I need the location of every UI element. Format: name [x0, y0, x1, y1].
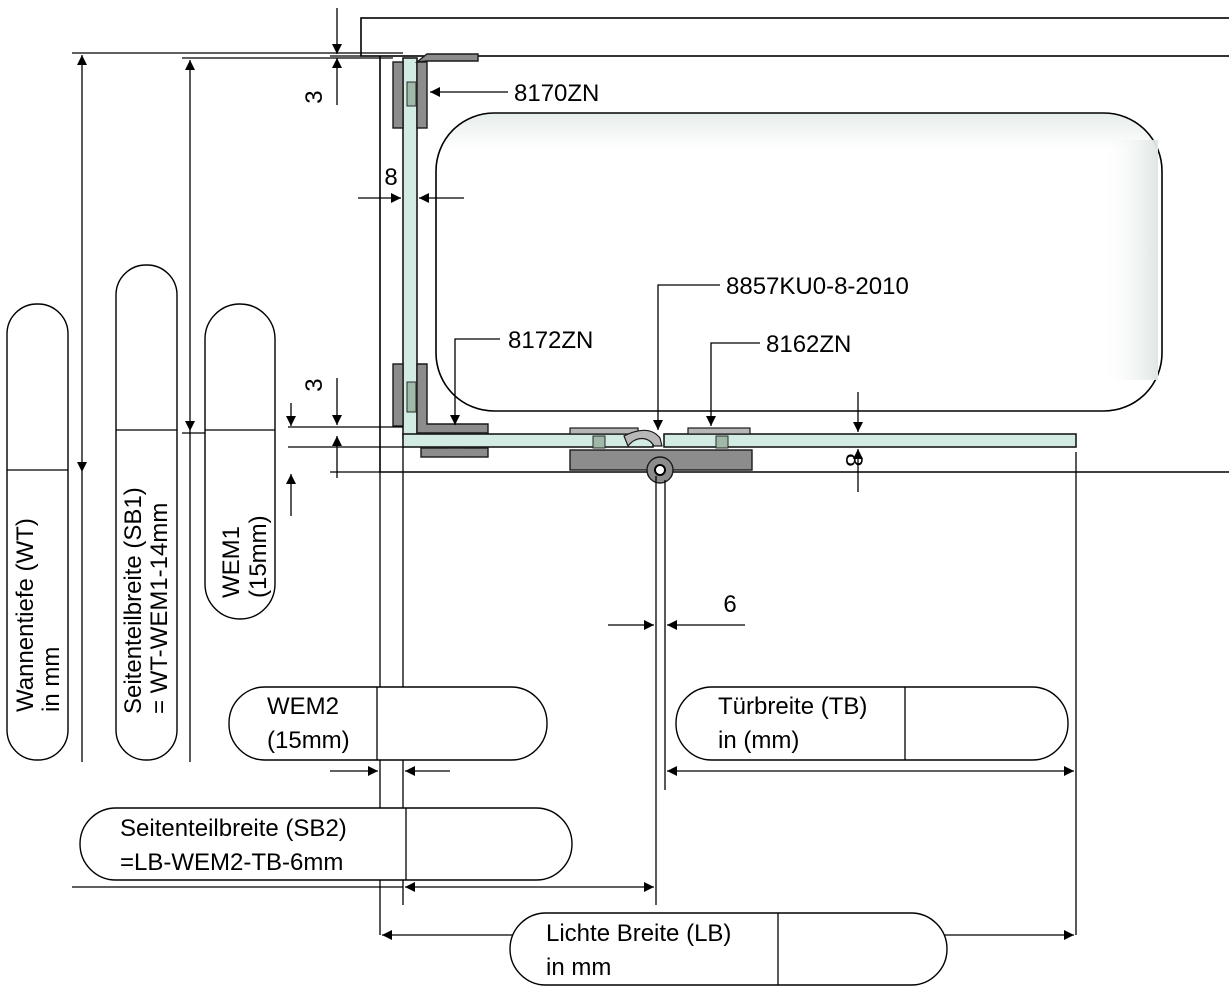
hinge-screw-right	[715, 435, 729, 449]
pill-lb	[509, 912, 948, 986]
dim-label-hinge-offset: 6	[723, 591, 736, 618]
part-label-8172zn: 8172ZN	[508, 327, 593, 354]
dimension-lines	[77, 8, 1074, 940]
hinge-clamp-right	[687, 427, 751, 435]
label-sb2-line1: Seitenteilbreite (SB2)	[120, 815, 347, 842]
label-sb1-line2: = WT-WEM1-14mm	[146, 503, 173, 714]
pill-tb	[675, 686, 1069, 761]
label-wem2-line1: WEM2	[267, 693, 339, 720]
bracket-plate-outer	[392, 61, 404, 129]
pill-wt	[6, 303, 69, 761]
leader-8162zn	[706, 342, 760, 426]
part-label-8162zn: 8162ZN	[766, 331, 851, 358]
hinge-assembly	[569, 427, 753, 484]
label-wem1-line1: WEM1	[218, 526, 245, 598]
corner-bracket-top	[392, 53, 479, 129]
hinge-screw-left	[592, 435, 606, 449]
pill-wem1	[204, 303, 276, 620]
hinge-clamp-left	[569, 427, 639, 435]
part-label-8170zn: 8170ZN	[514, 80, 599, 107]
bracket-screw	[406, 81, 417, 107]
dim-label-bottom-gap: 3	[301, 378, 328, 391]
door-glass	[663, 433, 1077, 448]
tub-shading	[1100, 140, 1158, 380]
label-wt-line1: Wannentiefe (WT)	[12, 518, 39, 712]
dim-label-top-gap: 3	[301, 90, 328, 103]
label-wt-line2: in mm	[38, 647, 65, 712]
bathtub-outline	[360, 17, 1229, 473]
wall-top-slab	[360, 17, 1229, 57]
label-sb2-line2: =LB-WEM2-TB-6mm	[120, 849, 343, 876]
label-tb-line1: Türbreite (TB)	[718, 693, 867, 720]
bracket-arm	[414, 53, 479, 63]
bracket-screw-2	[406, 381, 417, 413]
label-tb-line2: in (mm)	[718, 727, 799, 754]
label-lb-line2: in mm	[546, 954, 611, 981]
bracket-plate-outer-2	[392, 363, 404, 427]
dim-label-glass-front: 8	[840, 453, 867, 466]
dim-label-glass-side: 8	[384, 164, 397, 191]
fixed-front-glass	[402, 433, 654, 448]
bracket-base-plate	[420, 447, 489, 458]
label-sb1-line1: Seitenteilbreite (SB1)	[120, 487, 147, 714]
pill-sb1	[115, 264, 178, 761]
label-pills	[6, 264, 1069, 986]
side-glass-panel	[402, 57, 418, 439]
bracket-angle	[416, 363, 489, 434]
leader-8172zn	[450, 338, 500, 425]
part-label-8857ku0: 8857KU0-8-2010	[726, 273, 909, 300]
hinge-pin	[654, 464, 666, 476]
leader-lines	[430, 87, 760, 430]
pill-wem2	[228, 686, 548, 761]
tub-basin	[435, 112, 1163, 412]
pill-sb2	[79, 807, 573, 881]
label-wem2-line2: (15mm)	[267, 727, 350, 754]
label-wem1-line2: (15mm)	[245, 515, 272, 598]
hinge-knuckle	[623, 429, 663, 448]
label-lb-line1: Lichte Breite (LB)	[546, 920, 731, 947]
bracket-plate-inner	[416, 61, 428, 129]
leader-8857ku0	[653, 284, 720, 430]
